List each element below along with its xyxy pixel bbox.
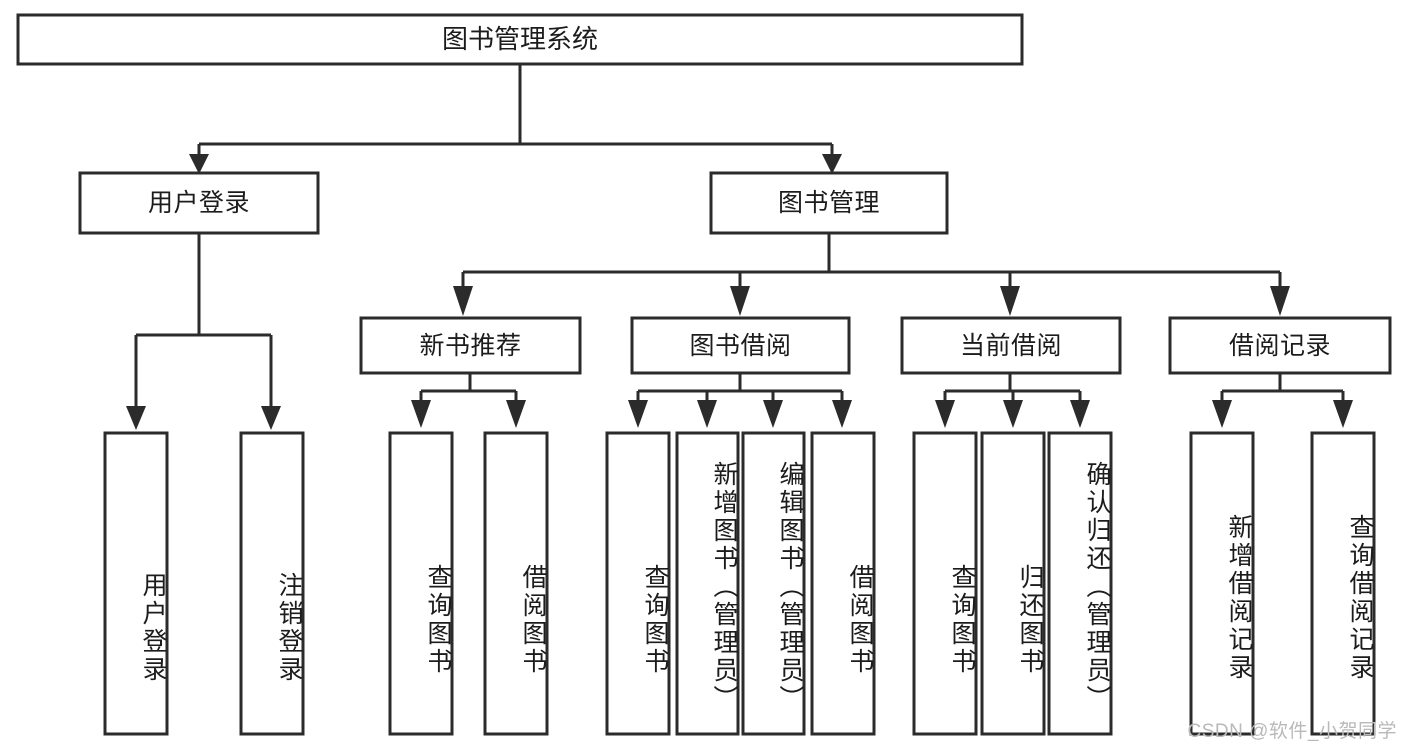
arrow-head-leaf-query-book-1 [411, 400, 431, 428]
connector-group-bookborrow-to-leaves [628, 373, 852, 428]
connector-group-borrowrecord-to-leaves [1212, 373, 1353, 428]
connector-group-currentborrow-to-leaves [935, 373, 1090, 428]
node-box-leaf-query-book-2[interactable] [605, 431, 671, 736]
arrow-head-leaf-edit-book [763, 400, 783, 428]
node-box-leaf-query-book-1[interactable] [388, 431, 454, 736]
arrow-head-to-book-manage [822, 154, 842, 174]
node-box-root[interactable] [16, 13, 1024, 66]
arrow-head-to-user-login [189, 154, 209, 174]
node-box-leaf-user-login[interactable] [103, 431, 169, 736]
node-box-leaf-add-record[interactable] [1189, 431, 1255, 736]
node-box-user-login[interactable] [78, 171, 320, 235]
arrow-head-to-book-borrow [730, 286, 750, 316]
arrow-head-leaf-confirm-return [1070, 400, 1090, 428]
node-box-leaf-borrow-book-1[interactable] [483, 431, 549, 736]
node-box-leaf-confirm-return[interactable] [1047, 431, 1113, 736]
csdn-watermark: CSDN @软件_小贺同学 [1187, 721, 1397, 742]
connector-group-bookmanage-to-level2 [453, 234, 1290, 316]
connector-group-root-to-level1 [189, 64, 842, 174]
arrow-head-leaf-logout [261, 406, 281, 430]
arrow-head-leaf-add-record [1212, 400, 1232, 428]
arrow-head-to-new-book [453, 286, 473, 316]
node-box-leaf-return-book[interactable] [980, 431, 1046, 736]
node-box-leaf-add-book[interactable] [675, 431, 740, 736]
arrow-head-leaf-query-book-2 [628, 400, 648, 428]
node-box-leaf-query-record[interactable] [1310, 431, 1376, 736]
node-box-leaf-query-book-3[interactable] [912, 431, 978, 736]
connector-group-newbook-to-leaves [411, 373, 526, 428]
node-box-book-borrow[interactable] [630, 316, 851, 375]
arrow-head-to-current-borrow [1000, 286, 1020, 316]
node-box-leaf-borrow-book-2[interactable] [810, 431, 876, 736]
arrow-head-leaf-user-login [126, 406, 146, 430]
arrow-head-leaf-query-record [1333, 400, 1353, 428]
arrow-head-leaf-borrow-book-2 [832, 400, 852, 428]
node-box-current-borrow[interactable] [900, 316, 1122, 375]
arrow-head-leaf-add-book [697, 400, 717, 428]
arrow-head-leaf-query-book-3 [935, 400, 955, 428]
arrow-head-leaf-borrow-book-1 [506, 400, 526, 428]
node-box-leaf-edit-book[interactable] [741, 431, 806, 736]
arrow-head-to-borrow-record [1270, 286, 1290, 316]
connector-group-userlogin-to-leaves [126, 233, 281, 430]
node-box-new-book-recommend[interactable] [359, 316, 582, 375]
node-box-book-manage[interactable] [709, 171, 949, 235]
node-box-borrow-record[interactable] [1168, 316, 1392, 375]
arrow-head-leaf-return-book [1003, 400, 1023, 428]
node-box-leaf-logout[interactable] [239, 431, 305, 736]
